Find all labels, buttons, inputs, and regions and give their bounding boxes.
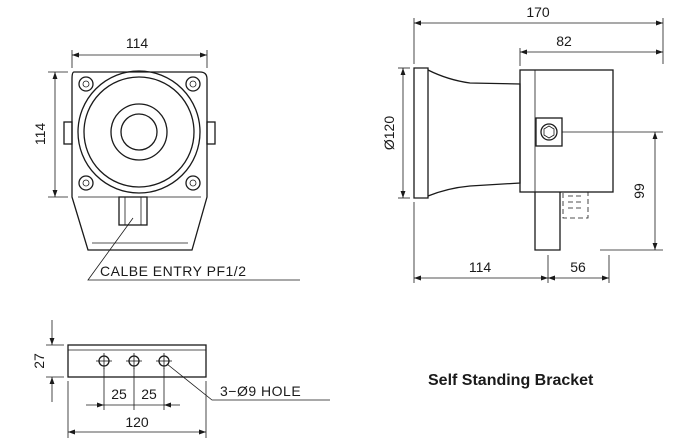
horn-outer-rim xyxy=(77,70,201,194)
cable-entry-label: CALBE ENTRY PF1/2 xyxy=(100,263,246,279)
bracket-plate xyxy=(67,344,207,378)
bracket-height-label: 99 xyxy=(631,183,647,199)
bracket-thickness-dimension: 27 xyxy=(31,320,64,402)
front-width-dimension: 114 xyxy=(71,35,208,68)
left-lug xyxy=(63,121,73,145)
horn-bell xyxy=(83,76,195,188)
pitch-1-label: 25 xyxy=(111,386,127,402)
corner-bolt-top-right xyxy=(185,76,201,92)
corner-bolt-top-left xyxy=(78,76,94,92)
front-housing xyxy=(71,71,208,251)
front-height-dimension: 114 xyxy=(32,71,68,198)
cable-entry-fitting xyxy=(118,196,148,226)
side-diameter-dimension: Ø120 xyxy=(381,67,410,199)
side-lug-bolt xyxy=(540,123,558,141)
driver-body xyxy=(519,69,614,193)
front-height-label: 114 xyxy=(32,123,48,146)
side-bottom-dimensions: 114 56 xyxy=(413,202,610,283)
horn-driver xyxy=(120,113,158,151)
horn-flange xyxy=(413,67,429,199)
body-length-label: 82 xyxy=(556,33,572,49)
front-width-label: 114 xyxy=(126,35,149,51)
side-lug xyxy=(535,117,563,147)
bracket-length-dimension: 120 xyxy=(67,381,207,438)
hole-leader xyxy=(166,363,330,401)
bracket-thickness-label: 27 xyxy=(31,353,47,369)
bracket-offset-label: 56 xyxy=(570,259,586,275)
side-body-length-dimension: 82 xyxy=(519,33,663,66)
bracket-title: Self Standing Bracket xyxy=(428,372,594,389)
bracket-hole-3 xyxy=(156,353,172,369)
horn-throat xyxy=(110,103,168,161)
front-view: CALBE ENTRY PF1/2 xyxy=(63,70,300,281)
cable-entry-leader xyxy=(87,217,300,281)
pitch-2-label: 25 xyxy=(141,386,157,402)
horn-flare xyxy=(427,69,521,197)
horn-length-label: 114 xyxy=(469,259,492,275)
hole-label: 3−Ø9 HOLE xyxy=(220,383,301,399)
corner-bolt-bottom-left xyxy=(78,175,94,191)
bracket-length-label: 120 xyxy=(125,414,149,430)
diameter-label: Ø120 xyxy=(381,116,397,150)
corner-bolt-bottom-right xyxy=(185,175,201,191)
bracket-hole-1 xyxy=(96,353,112,369)
bracket-view: 3−Ø9 HOLE xyxy=(67,344,330,401)
side-stand xyxy=(534,192,561,251)
side-total-length-dimension: 170 xyxy=(413,4,664,64)
bracket-hole-2 xyxy=(126,353,142,369)
total-length-label: 170 xyxy=(526,4,550,20)
bracket-pitch-dimension: 25 25 xyxy=(86,368,180,410)
side-bracket-height-dimension: 99 xyxy=(562,131,663,251)
side-view xyxy=(413,67,614,251)
hidden-cable-entry xyxy=(562,191,589,219)
right-lug xyxy=(206,121,216,145)
